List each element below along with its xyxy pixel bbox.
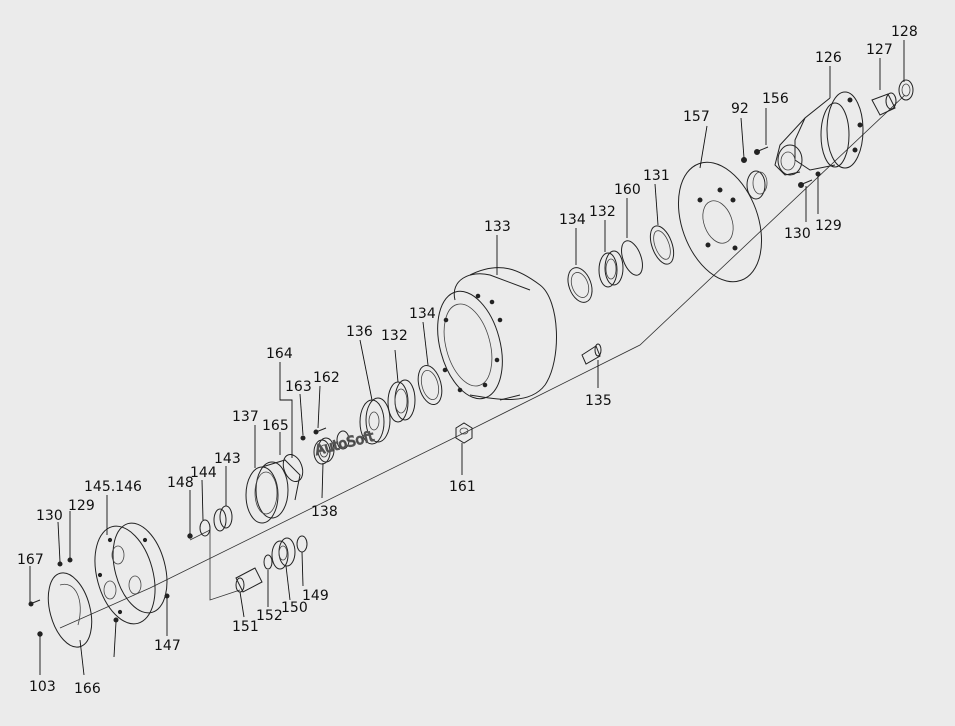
assembly-axis [59, 94, 906, 629]
callout-label: 135 [585, 393, 612, 409]
part-planet-shaft-151 [235, 567, 263, 593]
part-seal-ring [746, 170, 768, 200]
callout-label: 161 [449, 479, 476, 495]
part-bolts-92-156 [741, 146, 769, 163]
part-bearing-132-left [387, 379, 416, 423]
leader-lines [29, 40, 905, 676]
callout-label: 133 [484, 219, 511, 235]
callout-label: 166 [74, 681, 101, 697]
callout-label: 130 [784, 226, 811, 242]
callout-label: 138 [311, 504, 338, 520]
part-washer-152 [263, 554, 273, 570]
callout-label: 143 [214, 451, 241, 467]
callout-label: 103 [29, 679, 56, 695]
callout-label: 137 [232, 409, 259, 425]
part-brake-disc-157 [677, 161, 763, 283]
callout-label: 152 [256, 608, 283, 624]
callout-label: 134 [409, 306, 436, 322]
callout-label: 149 [302, 588, 329, 604]
part-race-134-left [417, 364, 443, 406]
part-ring-165 [282, 453, 304, 483]
watermark: AutoSoft [314, 429, 377, 459]
part-planet-gear-150 [271, 537, 296, 570]
part-ring-160 [621, 240, 643, 276]
callout-label: 134 [559, 212, 586, 228]
callout-label: 128 [891, 24, 918, 40]
part-bearing-138 [313, 437, 335, 465]
part-bolt-103 [37, 631, 43, 637]
callout-label: 131 [643, 168, 670, 184]
part-stud-135 [581, 343, 602, 365]
part-ring-gear-137 [245, 459, 301, 524]
callout-label: 130 [36, 508, 63, 524]
callout-label: 150 [281, 600, 308, 616]
part-pins-162-163 [300, 427, 327, 441]
callout-label: 144 [190, 465, 217, 481]
callout-label: 156 [762, 91, 789, 107]
callout-label: 157 [683, 109, 710, 125]
part-washer-149 [296, 535, 308, 553]
callout-label: 165 [262, 418, 289, 434]
part-cover-166 [47, 572, 93, 648]
part-bolts-129-130 [798, 171, 821, 188]
callout-label: 129 [68, 498, 95, 514]
part-pin-147 [113, 593, 170, 623]
callout-label: 129 [815, 218, 842, 234]
part-planet-carrier-145-146 [94, 522, 168, 625]
callout-label: 132 [589, 204, 616, 220]
callout-label: 160 [614, 182, 641, 198]
callout-labels: 128 127 126 92 156 157 131 160 132 134 1… [17, 24, 918, 697]
part-bearing-132-right [598, 250, 624, 288]
part-housing-133 [437, 267, 557, 401]
callout-label: 126 [815, 50, 842, 66]
callout-label: 92 [731, 101, 749, 117]
part-race-134-right [567, 267, 593, 303]
part-ring-128 [898, 79, 914, 101]
part-sleeve-127 [871, 92, 897, 116]
callout-label: 132 [381, 328, 408, 344]
callout-label: 162 [313, 370, 340, 386]
callout-label: 151 [232, 619, 259, 635]
part-ring-131 [649, 225, 675, 265]
part-pin-148 [187, 533, 193, 539]
part-sun-gear-143 [213, 505, 233, 532]
callout-label: 148 [167, 475, 194, 491]
part-nut-161 [455, 422, 473, 444]
callout-label: 167 [17, 552, 44, 568]
part-washer-144 [199, 519, 211, 537]
callout-label: 163 [285, 379, 312, 395]
callout-label: 136 [346, 324, 373, 340]
callout-label: 164 [266, 346, 293, 362]
part-bolt-167 [28, 599, 41, 607]
callout-label: 127 [866, 42, 893, 58]
callout-label: 145.146 [84, 479, 142, 495]
part-spacer [336, 430, 350, 450]
part-hub-126 [774, 91, 864, 176]
callout-label: 147 [154, 638, 181, 654]
